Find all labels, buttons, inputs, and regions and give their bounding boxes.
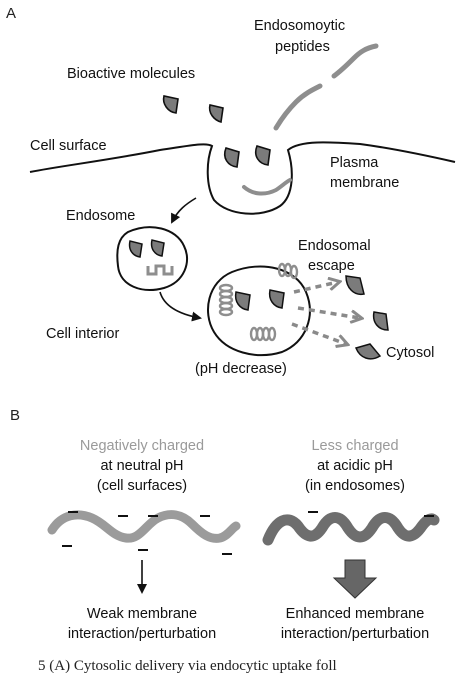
invagination-peptide bbox=[242, 178, 292, 196]
endosome bbox=[116, 226, 189, 291]
label-endosomal: Endosomal bbox=[298, 238, 371, 254]
label-ph-decrease: (pH decrease) bbox=[195, 361, 287, 377]
panel-a-letter: A bbox=[6, 5, 16, 22]
right-result-2: interaction/perturbation bbox=[281, 626, 429, 642]
label-bioactive-molecules: Bioactive molecules bbox=[67, 66, 195, 82]
bioactive-molecule-2 bbox=[208, 104, 224, 124]
right-heading-1: Less charged bbox=[311, 438, 398, 454]
free-peptide-1 bbox=[331, 43, 379, 79]
plasma-membrane bbox=[29, 141, 456, 215]
late-endosome-molecule-1 bbox=[234, 291, 251, 311]
label-escape: escape bbox=[308, 258, 355, 274]
figure-caption: 5 (A) Cytosolic delivery via endocytic u… bbox=[38, 658, 337, 673]
label-plasma: Plasma bbox=[330, 155, 379, 171]
label-cytosol: Cytosol bbox=[386, 345, 434, 361]
label-endosomolytic: Endosomoytic bbox=[254, 18, 345, 34]
left-heading-3: (cell surfaces) bbox=[97, 478, 187, 494]
right-result-1: Enhanced membrane bbox=[286, 606, 425, 622]
right-heading-2: at acidic pH bbox=[317, 458, 393, 474]
cytosol-molecule-2 bbox=[372, 311, 389, 331]
neutral-ph-peptide bbox=[47, 510, 241, 543]
late-endosome-molecule-2 bbox=[268, 289, 285, 309]
negative-charges bbox=[62, 511, 232, 555]
maturation-arrow bbox=[159, 291, 202, 322]
acidic-ph-peptide bbox=[262, 512, 440, 546]
left-result-2: interaction/perturbation bbox=[68, 626, 216, 642]
escape-arrow-1 bbox=[293, 282, 338, 294]
label-cell-surface: Cell surface bbox=[30, 138, 107, 154]
label-endosome: Endosome bbox=[66, 208, 135, 224]
cytosol-molecule-1 bbox=[345, 275, 365, 296]
escape-arrow-3 bbox=[291, 322, 346, 344]
enhanced-arrow bbox=[332, 559, 378, 599]
helical-peptides bbox=[218, 262, 299, 342]
left-heading-1: Negatively charged bbox=[80, 438, 204, 454]
endosome-peptide bbox=[146, 264, 174, 276]
endosome-molecule-1 bbox=[128, 240, 143, 258]
bioactive-molecule-1 bbox=[162, 95, 179, 114]
cytosol-molecule-3 bbox=[354, 343, 382, 360]
panel-b-letter: B bbox=[10, 407, 20, 424]
label-peptides: peptides bbox=[275, 39, 330, 55]
invagination-molecule-1 bbox=[223, 147, 240, 168]
escape-arrow-2 bbox=[297, 306, 360, 318]
left-result-1: Weak membrane bbox=[87, 606, 197, 622]
free-peptide-2 bbox=[273, 83, 323, 131]
invagination-molecule-2 bbox=[254, 145, 271, 166]
endocytosis-arrow bbox=[171, 197, 197, 224]
late-endosome bbox=[207, 265, 311, 356]
left-heading-2: at neutral pH bbox=[100, 458, 183, 474]
right-heading-3: (in endosomes) bbox=[305, 478, 405, 494]
label-membrane: membrane bbox=[330, 175, 399, 191]
endosome-molecule-2 bbox=[150, 239, 165, 257]
label-cell-interior: Cell interior bbox=[46, 326, 119, 342]
reduced-charges bbox=[308, 511, 434, 517]
